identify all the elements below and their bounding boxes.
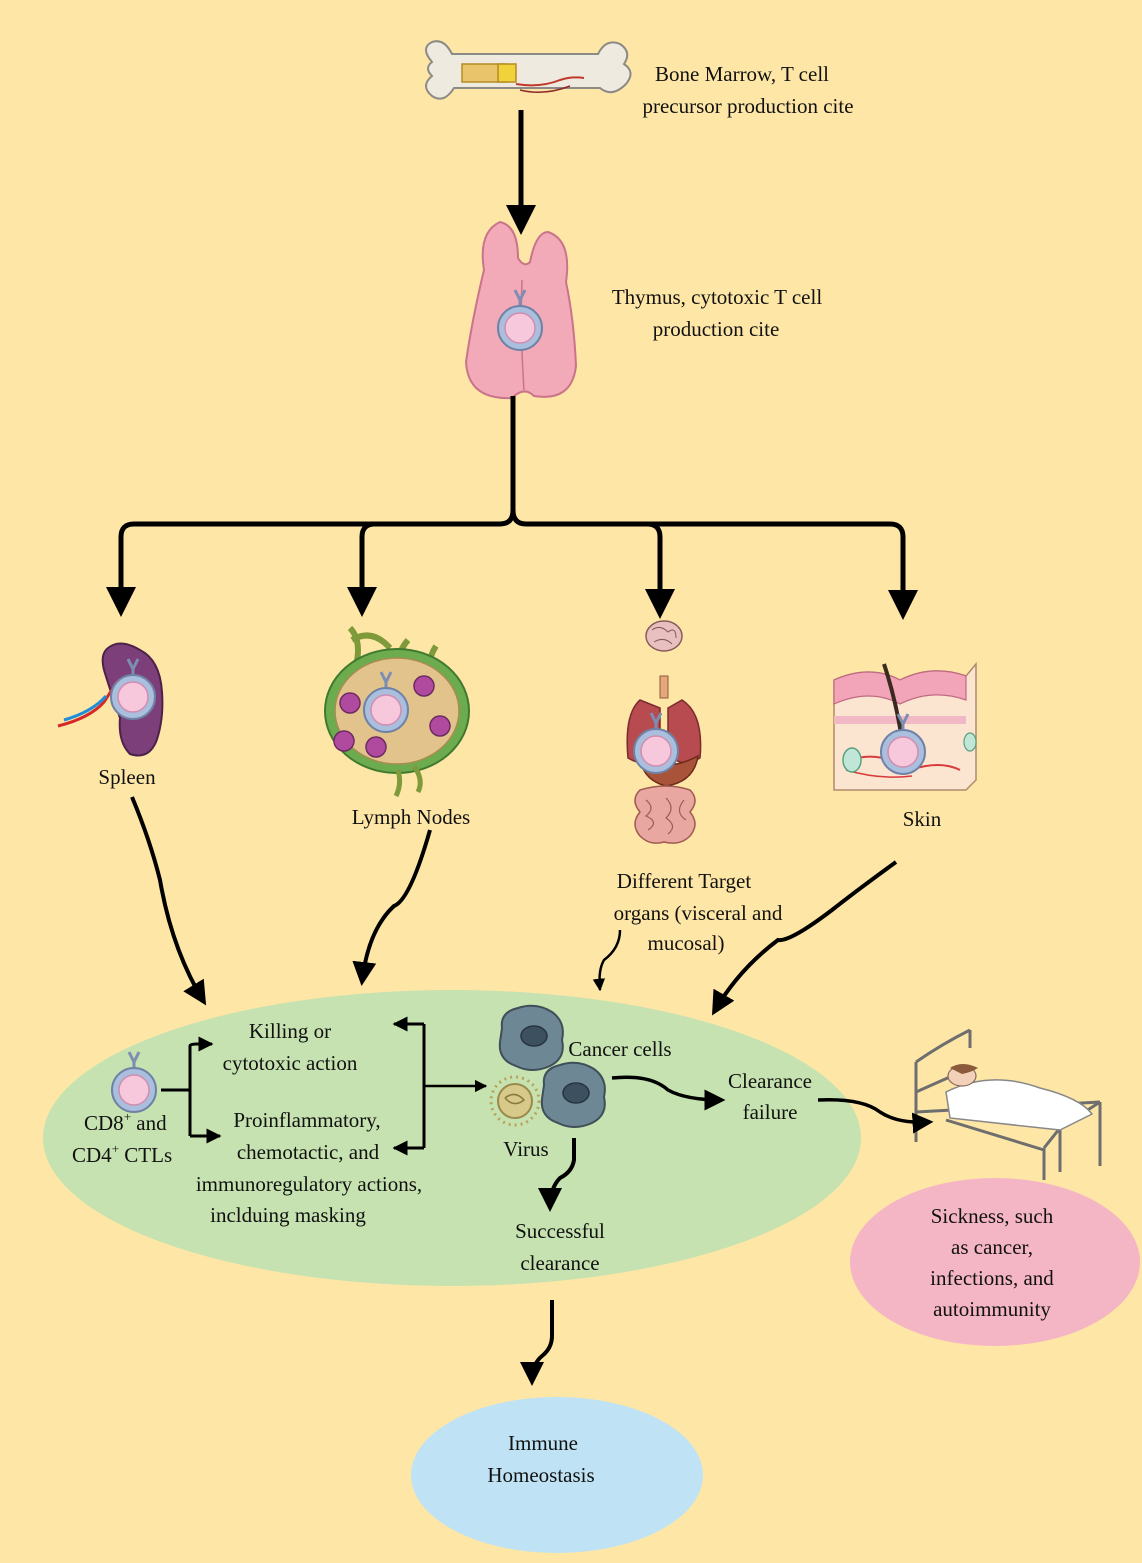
virus-icon: [489, 1075, 541, 1127]
cancer-cells-label: Cancer cells: [568, 1037, 671, 1061]
virus-label: Virus: [503, 1137, 548, 1161]
lymph-nodes-label: Lymph Nodes: [352, 805, 470, 829]
skin-label: Skin: [903, 807, 942, 831]
thymus-illustration: [464, 220, 578, 400]
homeostasis-ellipse: [411, 1397, 703, 1553]
clearance-failure-label-line2: failure: [743, 1100, 798, 1124]
thymus-label-line1: Thymus, cytotoxic T cell: [612, 285, 823, 309]
killing-label-line1: Killing or: [249, 1019, 331, 1043]
killing-label-line2: cytotoxic action: [223, 1051, 358, 1075]
thymus-label-line2: production cite: [653, 317, 780, 341]
sickness-label-line2: as cancer,: [951, 1235, 1033, 1259]
target-organs-label-line1: Different Target: [617, 869, 752, 893]
sickness-label-line3: infections, and: [930, 1266, 1054, 1290]
arrow-to-lymph: [347, 521, 377, 617]
arrow-lymph-to-ellipse: [352, 829, 432, 986]
sickness-label-line1: Sickness, such: [931, 1204, 1054, 1228]
cancer-cell-icon-1: [498, 1004, 564, 1071]
arrow-organs-to-ellipse: [592, 929, 622, 992]
immune-homeostasis-label-line1: Immune: [508, 1431, 578, 1455]
proinflammatory-label-line3: immunoregulatory actions,: [196, 1172, 422, 1196]
clearance-failure-label-line1: Clearance: [728, 1069, 812, 1093]
successful-clearance-label-line1: Successful: [515, 1219, 605, 1243]
spleen-label: Spleen: [98, 765, 156, 789]
arrow-to-clearance-failure: [611, 1075, 726, 1111]
cancer-cell-icon-2: [540, 1061, 606, 1128]
arrow-ctl-branch: [161, 1042, 219, 1138]
arrows: [106, 110, 934, 1386]
central-ellipse: [43, 990, 861, 1286]
organs-illustration: [626, 620, 702, 844]
proinflammatory-label-line4: inclduing masking: [210, 1203, 366, 1227]
arrow-spleen-to-ellipse: [130, 796, 207, 1006]
skin-illustration: [833, 661, 977, 791]
arrow-to-successful-clearance: [538, 1138, 576, 1212]
ctl-label-line2: CD4+ CTLs: [72, 1141, 172, 1167]
sickness-label-line4: autoimmunity: [933, 1297, 1051, 1321]
arrow-to-homeostasis: [520, 1300, 554, 1386]
arrow-skin-to-ellipse: [712, 860, 898, 1016]
proinflammatory-label-line2: chemotactic, and: [237, 1140, 380, 1164]
bone-illustration: [425, 40, 632, 100]
target-organs-label-line2: organs (visceral and: [614, 901, 783, 925]
spleen-illustration: [57, 642, 164, 757]
arrow-to-sickness: [817, 1098, 934, 1134]
bone-marrow-label-line1: Bone Marrow, T cell: [655, 62, 829, 86]
sickness-ellipse: [850, 1178, 1140, 1346]
target-organs-label-line3: mucosal): [648, 931, 725, 955]
patient-illustration: [945, 1064, 1094, 1131]
ctl-label-line1: CD8+ and: [84, 1109, 167, 1135]
successful-clearance-label-line2: clearance: [520, 1251, 599, 1275]
arrow-thymus-trunk: [106, 396, 516, 617]
lymph-node-illustration: [324, 625, 470, 798]
arrow-to-organs: [510, 509, 675, 619]
immune-homeostasis-label-line2: Homeostasis: [487, 1463, 594, 1487]
arrow-to-skin: [647, 521, 918, 620]
bone-marrow-label-line2: precursor production cite: [642, 94, 853, 118]
proinflammatory-label-line1: Proinflammatory,: [233, 1108, 380, 1132]
